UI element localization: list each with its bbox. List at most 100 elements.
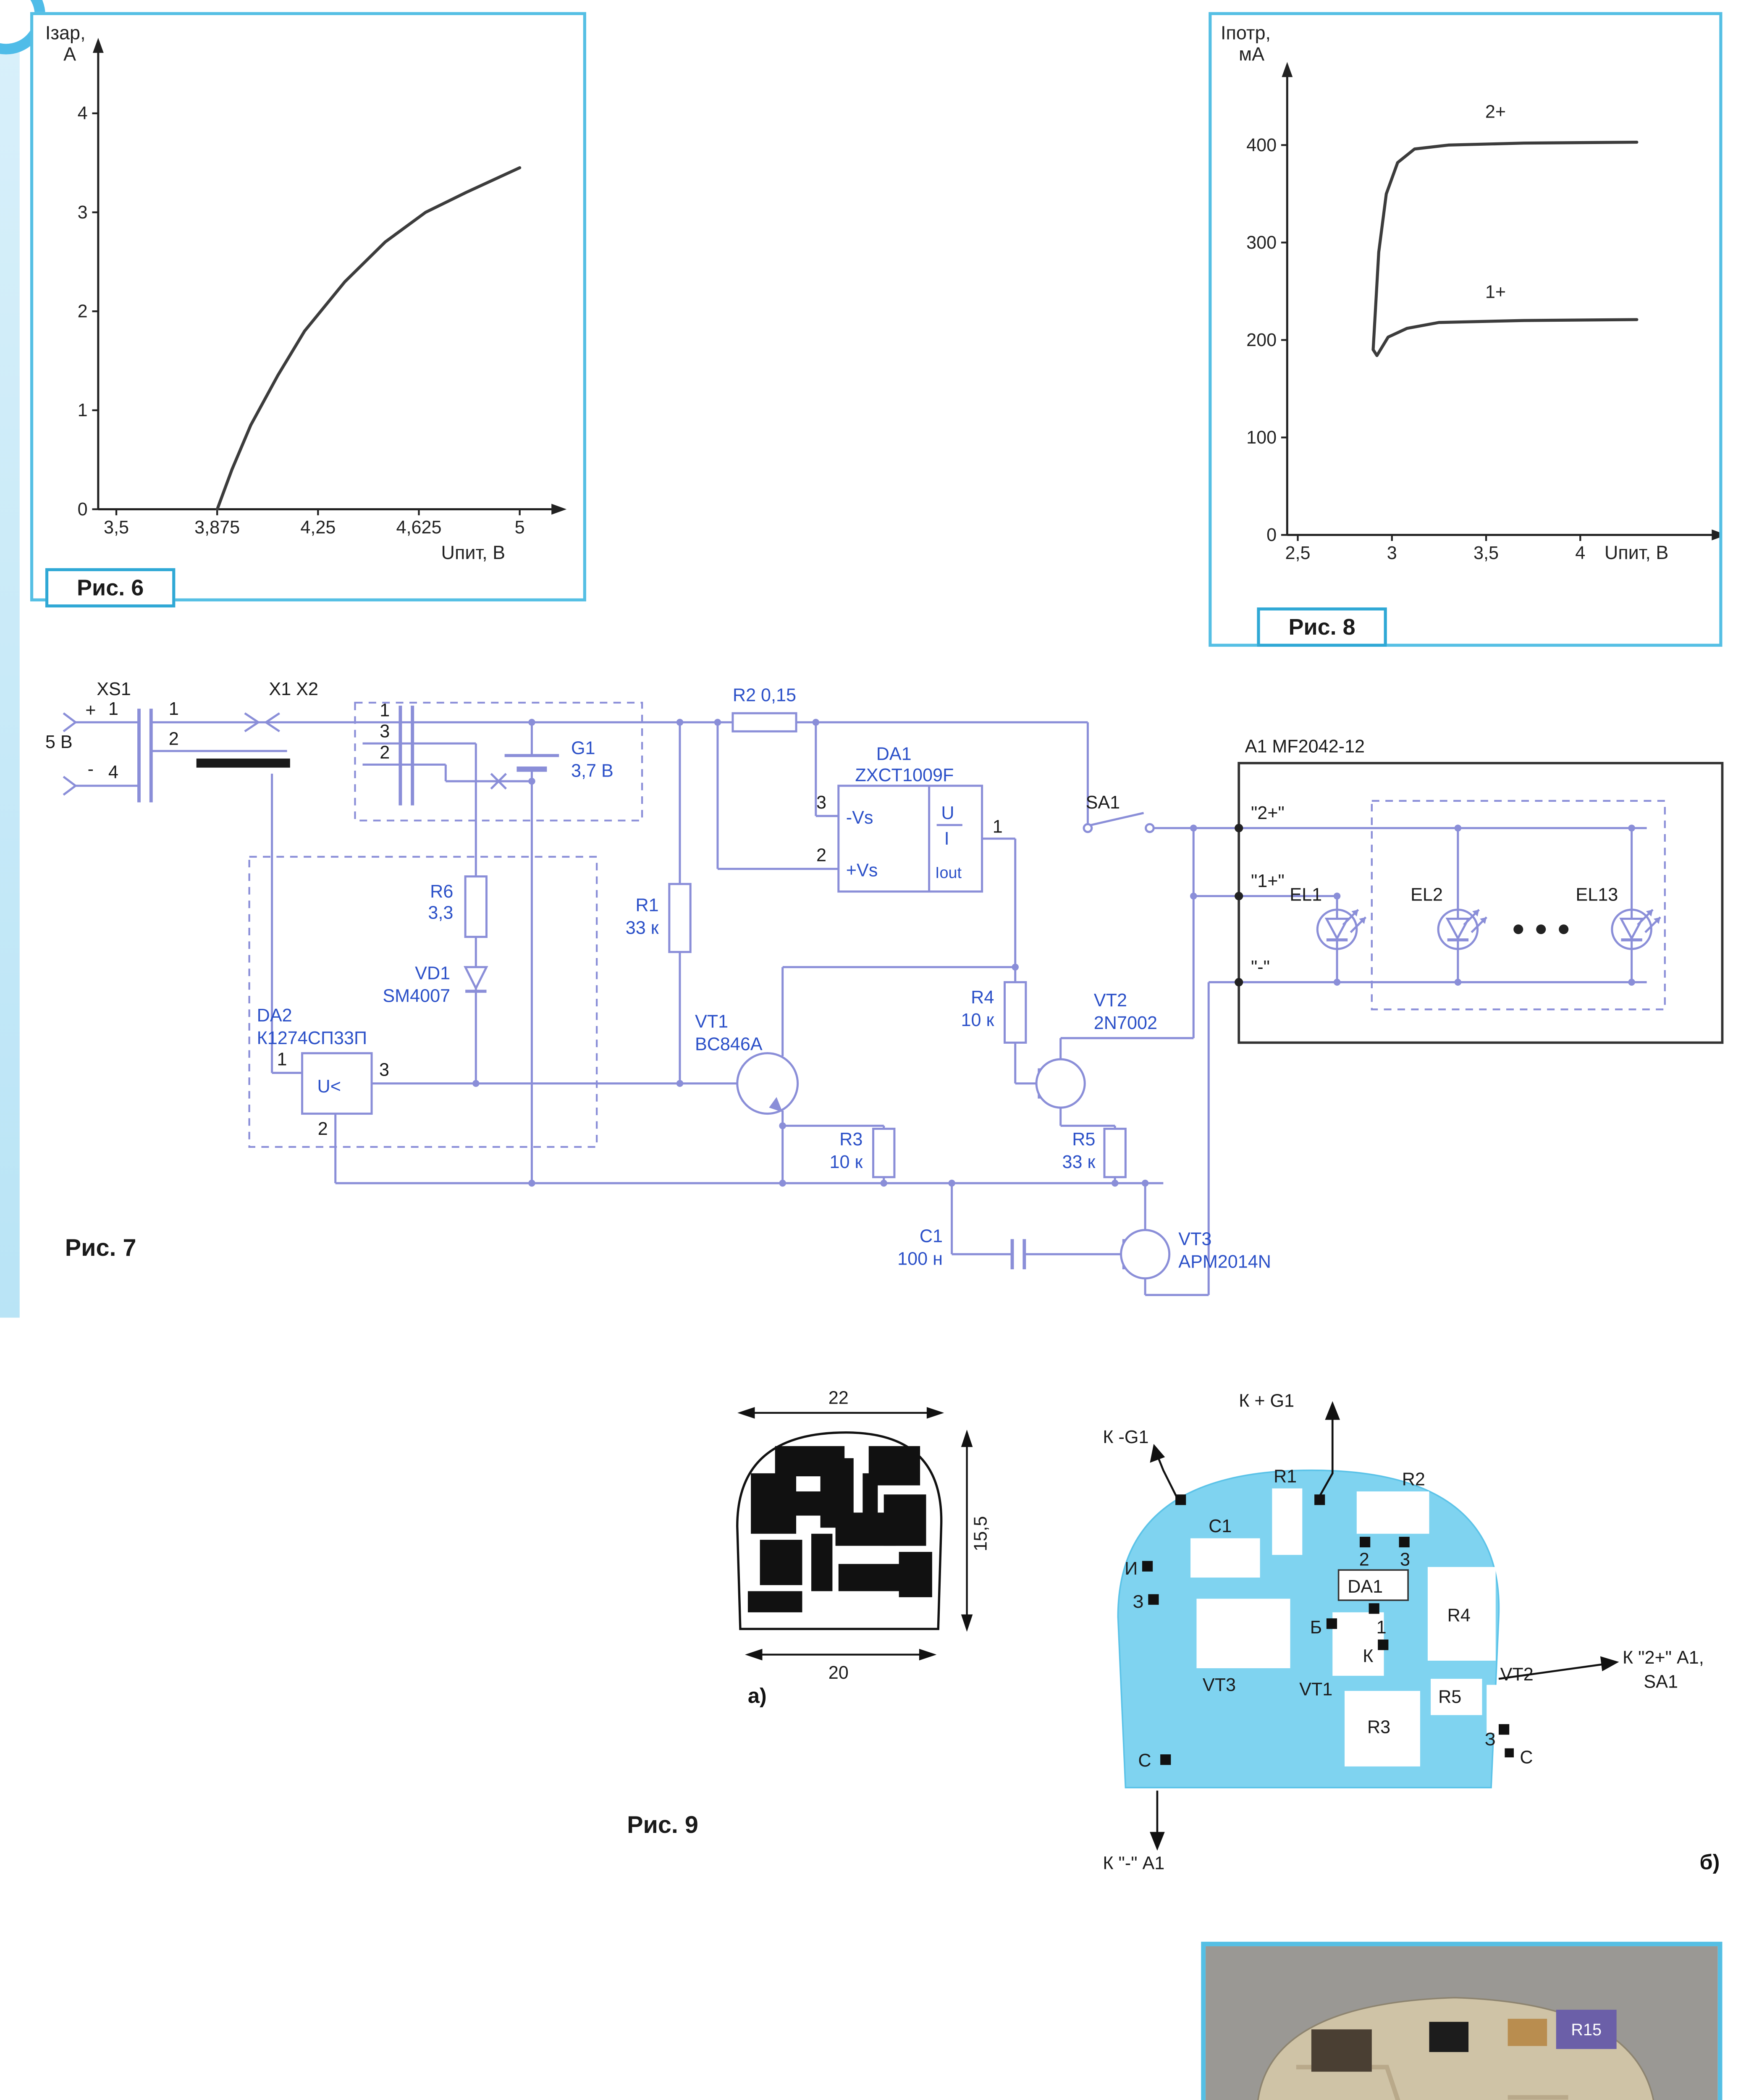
dim-height: 15,5 <box>970 1516 991 1551</box>
label-k: К <box>1363 1646 1373 1667</box>
label-vt2-value: 2N7002 <box>1094 1013 1157 1033</box>
label-k-minus-g1: К -G1 <box>1103 1427 1148 1447</box>
dim-width-top: 22 <box>828 1388 849 1408</box>
fig9a-sublabel: а) <box>748 1684 767 1708</box>
resistor-r15-chip <box>1556 2010 1617 2049</box>
y-axis-title: А <box>63 43 76 65</box>
label-da1: DA1 <box>876 744 912 764</box>
pin-label: 4 <box>108 762 118 782</box>
label-a1: A1 MF2042-12 <box>1245 737 1365 757</box>
footprint-r5 <box>1431 1679 1482 1715</box>
y-axis-title: Iпотр, <box>1221 22 1271 44</box>
x-axis-arrow <box>551 504 567 515</box>
label-r3-value: 10 к <box>829 1152 863 1172</box>
led-arrow-heads <box>1351 909 1660 924</box>
label-pin1: 1 <box>1376 1617 1387 1638</box>
y-tick-label: 1 <box>78 400 88 420</box>
label-vt3: VT3 <box>1203 1675 1236 1695</box>
y-tick-label: 0 <box>1266 525 1277 545</box>
label-vt2: VT2 <box>1500 1664 1534 1685</box>
label-da2-value: К1274СП33П <box>257 1028 367 1048</box>
terminal-2plus: "2+" <box>1251 803 1285 823</box>
footprint-da1 <box>1337 1569 1409 1601</box>
label-da1-value: ZXCT1009F <box>855 765 954 785</box>
dim-width-bottom: 20 <box>828 1663 849 1683</box>
y-axis-arrow <box>92 37 104 53</box>
led-symbols <box>1316 908 1661 950</box>
resistor-r3 <box>872 1128 896 1179</box>
transistor-vt2 <box>1035 1058 1086 1109</box>
schematic-blue-labels: G1 3,7 В R6 3,3 VD1 SM4007 DA2 К1274СП33… <box>257 685 1271 1272</box>
y-tick-label: 100 <box>1246 428 1277 448</box>
label-z2: З <box>1485 1729 1496 1749</box>
y-tick-label: 300 <box>1246 233 1277 253</box>
led-el1 <box>1316 908 1358 950</box>
label-sa1: SA1 <box>1086 793 1120 813</box>
label-pin2: 2 <box>1359 1549 1369 1570</box>
label-r2: R2 0,15 <box>733 685 796 705</box>
pin-label: 3 <box>380 722 390 742</box>
label-c-right: С <box>1520 1748 1533 1768</box>
fig6-caption: Рис. 6 <box>45 568 176 608</box>
label-el1: EL1 <box>1290 885 1322 905</box>
label-r3: R3 <box>1367 1717 1390 1738</box>
vt1-emitter-arrow <box>769 1097 783 1112</box>
fig8-caption-text: Рис. 8 <box>1288 614 1355 640</box>
terminal-1plus: "1+" <box>1251 871 1285 891</box>
label-r1: R1 <box>635 895 658 915</box>
led-el2 <box>1437 908 1479 950</box>
fig9-caption-text: Рис. 9 <box>627 1813 698 1839</box>
component-footprints <box>1190 1488 1526 1767</box>
page-edge-decoration <box>0 0 20 1318</box>
terminal-minus: "-" <box>1251 957 1270 977</box>
label-r4: R4 <box>1447 1605 1471 1625</box>
label-c-bottom: С <box>1138 1751 1151 1771</box>
footprint-r4 <box>1427 1567 1496 1661</box>
label-r5: R5 <box>1072 1129 1095 1150</box>
x-tick-label: 4,25 <box>300 517 336 538</box>
pin-label: 2 <box>169 729 179 749</box>
pin-label: 1 <box>380 700 390 720</box>
label-da1-minus-vs: -Vs <box>846 808 873 828</box>
label-vt1-value: BC846A <box>695 1034 763 1054</box>
callout-arrows <box>1150 1401 1619 1851</box>
label-k-2plus-1: К "2+" А1, <box>1623 1648 1704 1668</box>
label-z: З <box>1133 1592 1143 1612</box>
resistor-r5 <box>1103 1128 1127 1179</box>
x-tick-label: 3,5 <box>104 517 129 538</box>
footprint-r3 <box>1345 1690 1420 1767</box>
y-axis-title: Iзар, <box>45 22 86 44</box>
component-bodies <box>301 712 1171 1280</box>
polarity-minus: - <box>88 759 94 780</box>
footprint-r2 <box>1356 1491 1429 1534</box>
terminal-dots <box>1235 824 1569 987</box>
fig10-photo: R15 APM2014N GF99A <box>1206 1946 1718 2100</box>
ellipsis-dot <box>1536 924 1546 934</box>
fig8-caption: Рис. 8 <box>1257 607 1387 647</box>
ellipsis-dot <box>1559 924 1569 934</box>
pin-label: 2 <box>318 1119 328 1139</box>
smd-component <box>1508 2019 1547 2046</box>
label-da1-u: U <box>941 803 954 823</box>
transistor-vt1 <box>736 1052 799 1115</box>
label-x1x2: X1 X2 <box>269 679 318 699</box>
fig7-caption: Рис. 7 <box>65 1236 136 1263</box>
diode-vd1 <box>464 966 488 991</box>
x-tick-label: 4,625 <box>396 517 441 538</box>
label-k-minus-a1: К "-" А1 <box>1103 1853 1164 1873</box>
pin-label: 2 <box>380 743 390 763</box>
transistor-vt3 <box>1120 1229 1171 1280</box>
led-module-a1-box <box>1238 762 1724 1044</box>
y-tick-label: 3 <box>78 202 88 223</box>
pin-label: 2 <box>816 845 826 866</box>
label-r4-value: 10 к <box>961 1010 994 1030</box>
label-r1: R1 <box>1274 1466 1297 1486</box>
junction-dots <box>472 719 1635 1187</box>
label-el2: EL2 <box>1411 885 1443 905</box>
